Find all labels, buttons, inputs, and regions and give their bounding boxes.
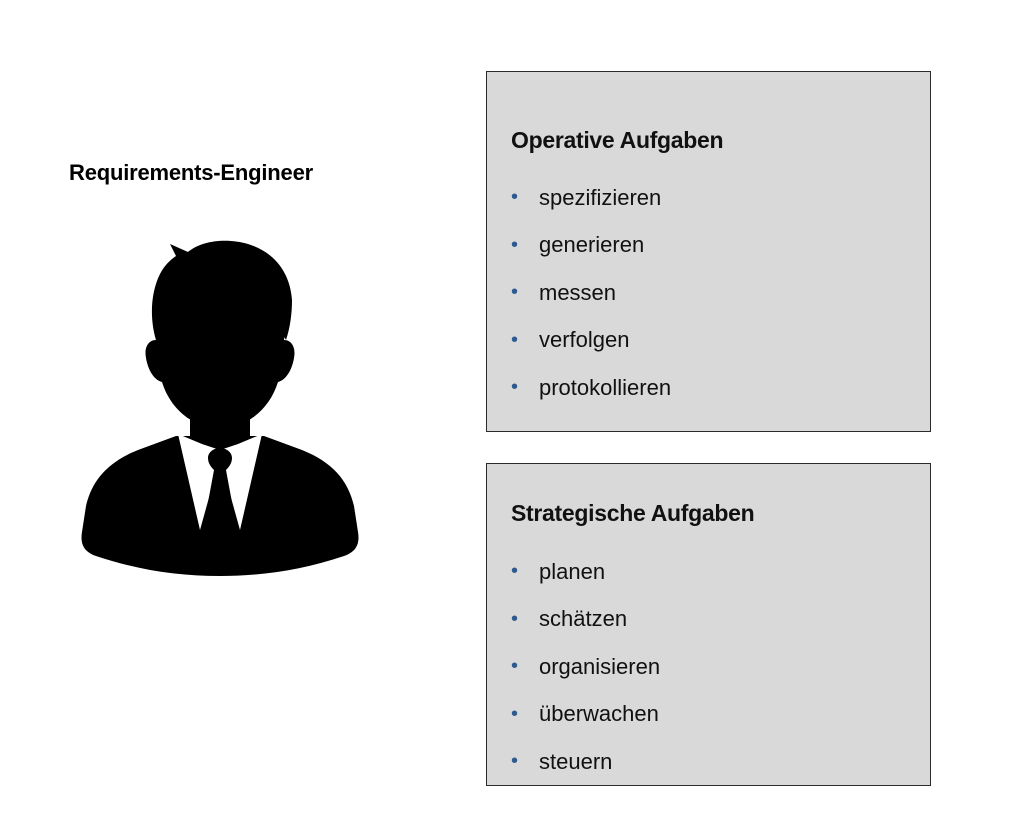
- task-label: messen: [539, 279, 617, 305]
- tie: [204, 448, 236, 540]
- task-label: generieren: [539, 232, 645, 258]
- list-item: • organisieren: [511, 643, 660, 691]
- task-label: planen: [539, 558, 606, 584]
- list-item: • messen: [511, 269, 671, 317]
- list-item: • protokollieren: [511, 364, 671, 412]
- bullet-icon: •: [511, 186, 519, 209]
- bullet-icon: •: [511, 750, 519, 773]
- list-item: • verfolgen: [511, 317, 671, 365]
- role-title: Requirements-Engineer: [69, 160, 313, 185]
- list-item: • planen: [511, 548, 660, 596]
- operative-task-list: • spezifizieren • generieren • messen • verf…: [511, 174, 671, 412]
- strategic-tasks-box: Strategische Aufgaben • planen • schätzen …: [486, 463, 931, 786]
- strategic-tasks-title: Strategische Aufgaben: [511, 500, 755, 526]
- list-item: • generieren: [511, 222, 671, 270]
- bullet-icon: •: [511, 655, 519, 678]
- bullet-icon: •: [511, 702, 519, 725]
- bullet-icon: •: [511, 376, 519, 399]
- businessman-silhouette-icon: [81, 240, 359, 576]
- shirt-collar: [178, 434, 262, 530]
- bullet-icon: •: [511, 328, 519, 351]
- task-label: steuern: [539, 748, 613, 774]
- list-item: • überwachen: [511, 691, 660, 739]
- strategic-task-list: • planen • schätzen • organisieren • überwac…: [511, 548, 660, 786]
- bullet-icon: •: [511, 233, 519, 256]
- bullet-icon: •: [511, 560, 519, 583]
- list-item: • spezifizieren: [511, 174, 671, 222]
- task-label: spezifizieren: [539, 184, 662, 210]
- list-item: • schätzen: [511, 596, 660, 644]
- task-label: organisieren: [539, 653, 661, 679]
- hair: [151, 240, 292, 340]
- task-label: verfolgen: [539, 327, 630, 353]
- task-label: schätzen: [539, 606, 628, 632]
- bullet-icon: •: [511, 281, 519, 304]
- bullet-icon: •: [511, 607, 519, 630]
- operative-tasks-box: Operative Aufgaben • spezifizieren • gener…: [486, 71, 931, 432]
- task-label: protokollieren: [539, 374, 672, 400]
- operative-tasks-title: Operative Aufgaben: [511, 127, 724, 153]
- task-label: überwachen: [539, 701, 659, 727]
- list-item: • steuern: [511, 738, 660, 786]
